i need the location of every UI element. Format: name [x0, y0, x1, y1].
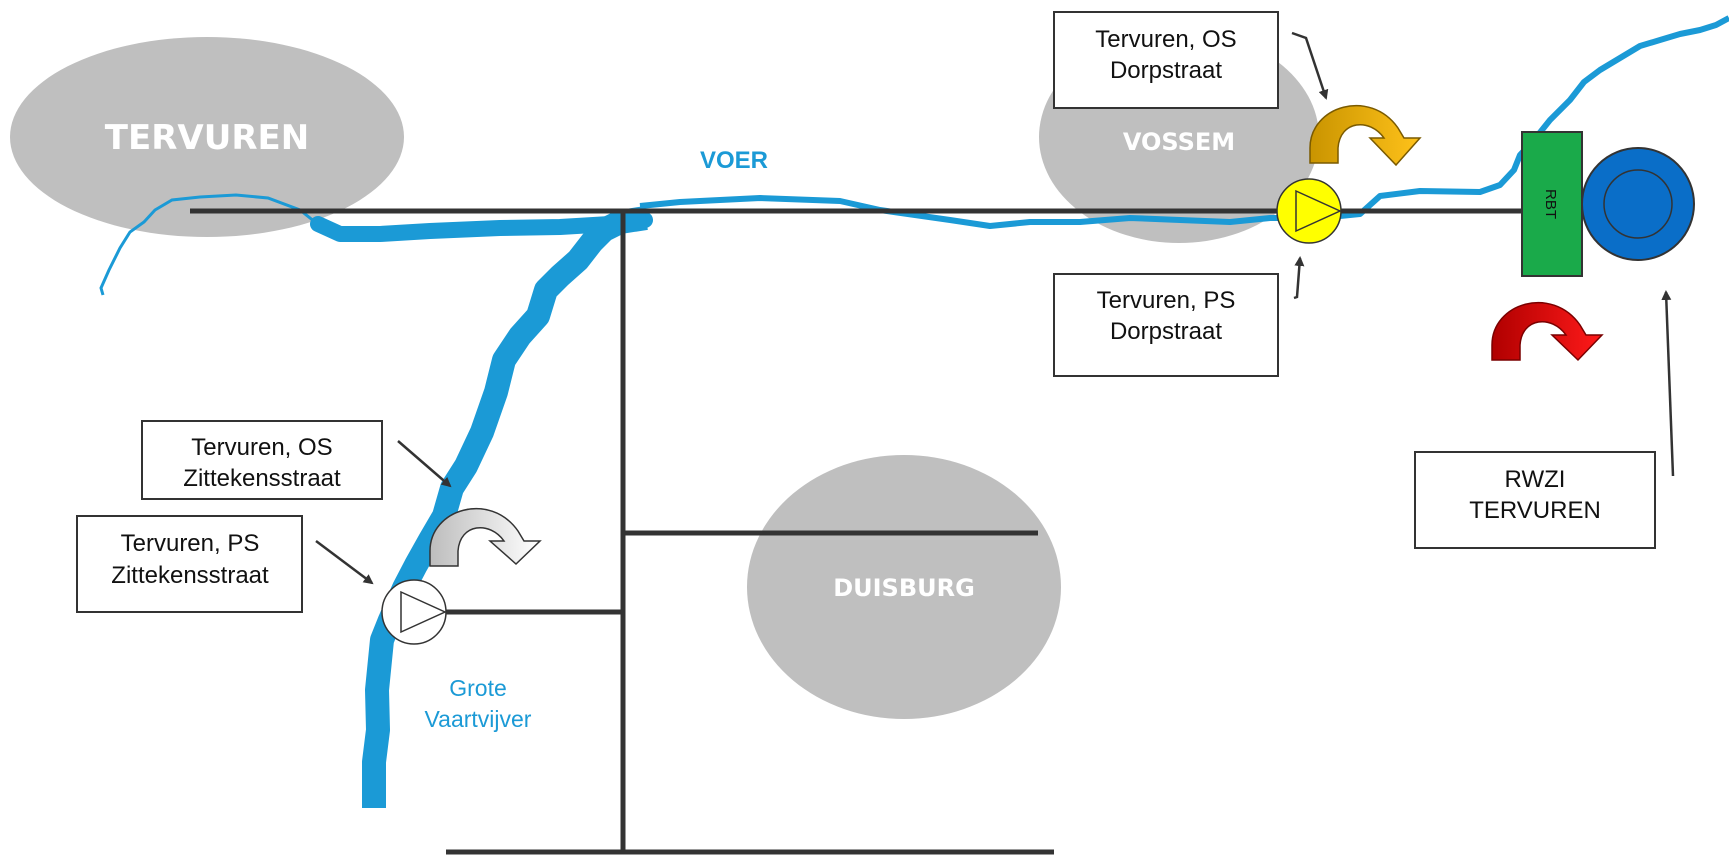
- label-box-line2: Dorpstraat: [1110, 57, 1222, 84]
- label-box-line1: Tervuren, OS: [1095, 26, 1236, 53]
- label-box-os-zittekensstraat: Tervuren, OS Zittekensstraat: [141, 420, 383, 500]
- overflow-vossem-arrow: [1309, 104, 1422, 167]
- pointer-os-dorpstraat: [1291, 31, 1329, 100]
- label-box-frame: [76, 515, 303, 613]
- sewer-lines: [190, 208, 1524, 855]
- label-box-line1: Tervuren, PS: [121, 530, 260, 557]
- river-grote-vaartvijver-label-line1: Grote: [449, 675, 507, 701]
- overflow-rwzi-shape: [1491, 301, 1604, 362]
- label-box-line1: RWZI: [1505, 466, 1566, 493]
- overflow-vossem-shape: [1309, 104, 1422, 167]
- river-grote-vaartvijver-label-line2: Vaartvijver: [425, 706, 532, 732]
- river-voer-label: VOER: [700, 147, 768, 174]
- label-box-line2: Dorpstraat: [1110, 318, 1222, 345]
- label-box-line2: Zittekensstraat: [111, 562, 269, 589]
- overflow-zittekensstraat-arrow: [429, 507, 542, 567]
- label-box-line2: Zittekensstraat: [183, 465, 341, 492]
- river-grote-vaartvijver: [362, 206, 648, 808]
- town-vossem-label: VOSSEM: [1123, 128, 1235, 156]
- label-box-line1: Tervuren, PS: [1097, 287, 1236, 314]
- pointer-ps-zittekensstraat: [315, 540, 374, 585]
- pump-icon: [400, 590, 447, 634]
- town-tervuren-label: TERVUREN: [105, 118, 309, 158]
- rbt-label: RBT: [1542, 189, 1559, 219]
- river-network: VOER Grote Vaartvijver: [99, 15, 1729, 808]
- label-box-frame: [1053, 273, 1279, 377]
- label-box-line1: Tervuren, OS: [191, 434, 332, 461]
- pointer-os-zittekensstraat: [397, 440, 452, 488]
- town-duisburg: DUISBURG: [747, 455, 1061, 719]
- label-box-ps-dorpstraat: Tervuren, PS Dorpstraat: [1053, 273, 1279, 377]
- town-tervuren: TERVUREN: [10, 37, 404, 237]
- pump-station-zittekensstraat: [381, 579, 447, 645]
- river-voer-upper-tributary: [99, 193, 326, 296]
- label-box-os-dorpstraat: Tervuren, OS Dorpstraat: [1053, 11, 1279, 109]
- overflow-rwzi-arrow: [1491, 301, 1604, 362]
- label-box-rwzi-tervuren: RWZI TERVUREN: [1414, 451, 1656, 549]
- pointer-rwzi: [1661, 290, 1675, 477]
- overflow-zittekensstraat-shape: [429, 507, 542, 567]
- pump-dorpstraat-circle: [1276, 178, 1342, 244]
- label-box-frame: [1414, 451, 1656, 549]
- pointer-arrows: [315, 31, 1675, 585]
- label-box-frame: [141, 420, 383, 500]
- town-tervuren-area: [10, 37, 404, 237]
- pump-station-dorpstraat: [1276, 178, 1342, 244]
- rwzi-tervuren-plant: RBT: [1521, 131, 1695, 277]
- pump-icon: [1295, 189, 1342, 233]
- town-duisburg-label: DUISBURG: [833, 574, 975, 602]
- label-box-frame: [1053, 11, 1279, 109]
- river-voer-main: [639, 15, 1729, 229]
- clarifier-inner: [1603, 169, 1673, 239]
- label-box-ps-zittekensstraat: Tervuren, PS Zittekensstraat: [76, 515, 303, 613]
- pointer-ps-dorpstraat: [1293, 256, 1305, 300]
- label-box-line2: TERVUREN: [1469, 497, 1601, 524]
- town-duisburg-area: [747, 455, 1061, 719]
- pump-zittekensstraat-circle: [381, 579, 447, 645]
